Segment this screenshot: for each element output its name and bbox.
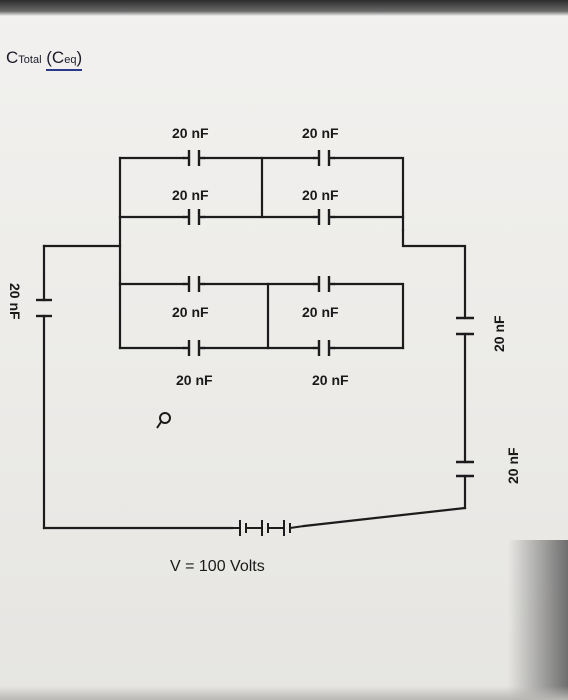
capacitor-upper-mid-left: [183, 209, 205, 225]
ctotal-heading: CTotal (Ceq): [6, 48, 83, 71]
voltage-label: V = 100 Volts: [170, 558, 265, 575]
cap-label-upper-mid-right: 20 nF: [302, 187, 339, 203]
ceq-open: (C: [46, 48, 65, 67]
capacitor-left: [36, 298, 52, 318]
c-symbol: C: [6, 48, 19, 67]
cap-label-lower-bottom-right: 20 nF: [312, 372, 349, 388]
capacitor-right-lower: [456, 460, 474, 478]
wire-right-bus: [401, 228, 467, 320]
capacitor-lower-bottom-left: [183, 340, 205, 356]
capacitor-lower-top-left: [183, 276, 205, 292]
cap-label-upper-mid-left: 20 nF: [172, 187, 209, 203]
cap-label-lower-bottom-left: 20 nF: [176, 372, 213, 388]
total-subscript: Total: [18, 54, 42, 66]
wire-bottom: [42, 506, 467, 530]
battery-symbol: [232, 520, 305, 536]
wire-lower-top: [118, 282, 405, 350]
capacitor-upper-top-left: [183, 150, 205, 166]
top-shadow: [0, 0, 568, 16]
right-shadow: [508, 540, 568, 700]
wire-main-bus: [42, 215, 122, 248]
capacitor-lower-top-right: [313, 276, 335, 292]
cap-label-lower-top-left: 20 nF: [172, 304, 209, 320]
magnifier-icon: [156, 412, 171, 429]
ceq-close: ): [76, 48, 83, 67]
ceq-underlined: (Ceq): [46, 48, 83, 71]
wire-upper-top: [118, 156, 405, 232]
cap-label-lower-top-right: 20 nF: [302, 304, 339, 320]
capacitor-upper-top-right: [313, 150, 335, 166]
cap-label-upper-top-right: 20 nF: [302, 125, 339, 141]
cap-label-right-upper: 20 nF: [491, 315, 507, 352]
capacitor-right-upper: [456, 316, 474, 336]
bottom-shadow: [0, 686, 568, 700]
cap-label-right-lower: 20 nF: [505, 447, 521, 484]
capacitor-upper-mid-right: [313, 209, 335, 225]
capacitor-lower-bottom-right: [313, 340, 335, 356]
cap-label-upper-top-left: 20 nF: [172, 125, 209, 141]
eq-subscript: eq: [64, 54, 77, 66]
cap-label-left: 20 nF: [7, 283, 23, 320]
